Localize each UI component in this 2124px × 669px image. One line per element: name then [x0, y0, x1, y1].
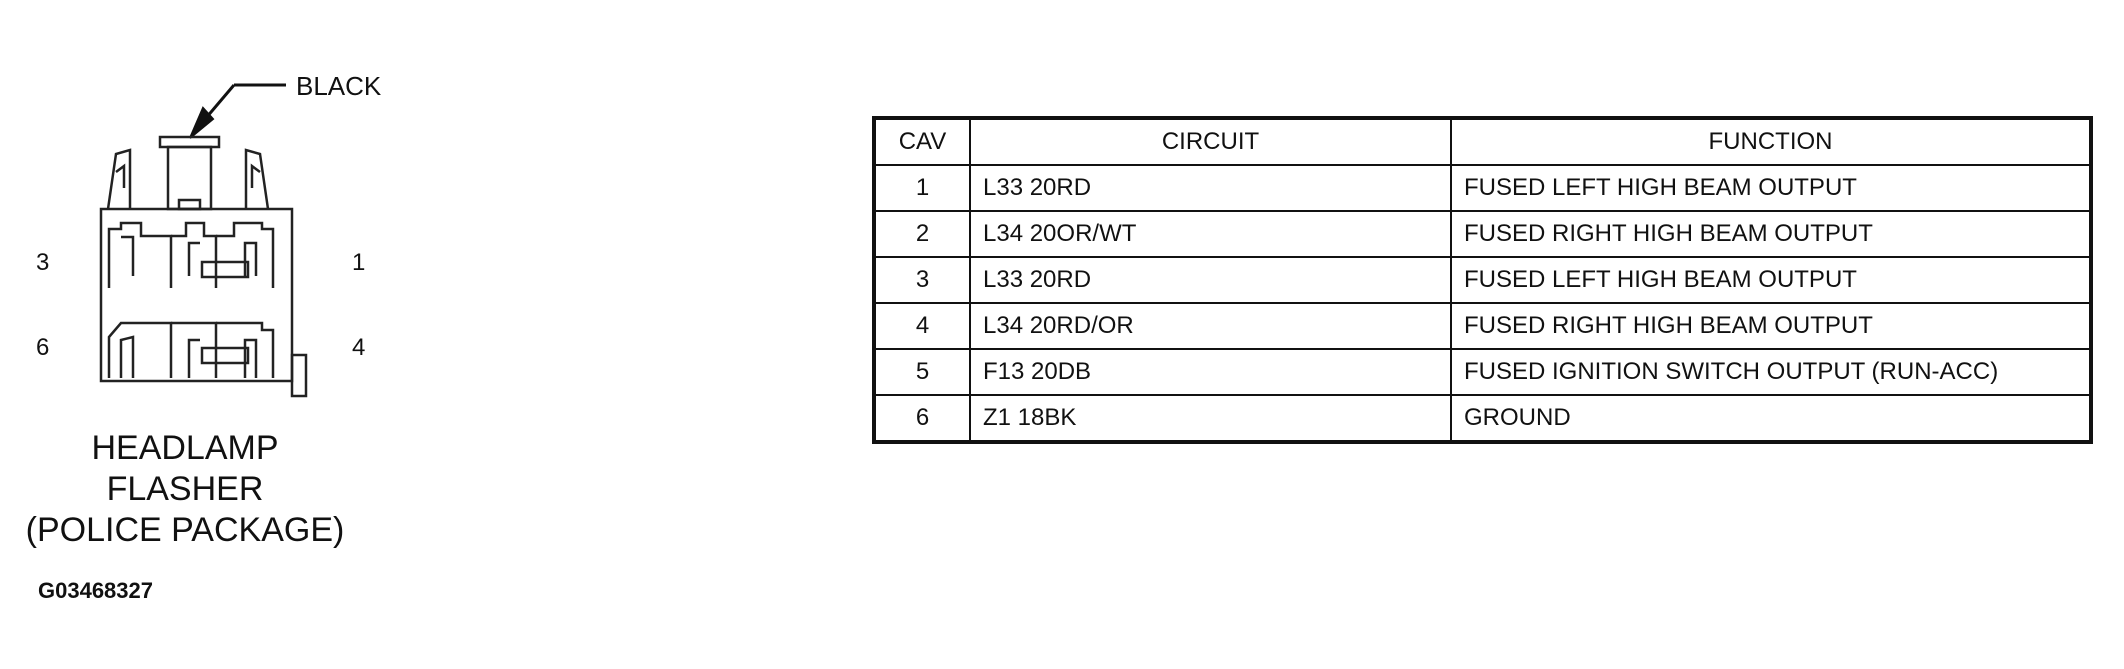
cell-cav: 5: [873, 348, 971, 396]
pin-label-6: 6: [36, 334, 49, 361]
cell-function: FUSED RIGHT HIGH BEAM OUTPUT: [1450, 302, 2092, 350]
connector-title-line-3: (POLICE PACKAGE): [25, 511, 345, 549]
connector-body: [99, 135, 308, 398]
cell-circuit: L34 20OR/WT: [969, 210, 1452, 258]
table-row: 3 L33 20RD FUSED LEFT HIGH BEAM OUTPUT: [873, 256, 2092, 304]
connector-color-label: BLACK: [296, 71, 382, 101]
cell-circuit: L34 20RD/OR: [969, 302, 1452, 350]
table-row: 1 L33 20RD FUSED LEFT HIGH BEAM OUTPUT: [873, 164, 2092, 212]
color-leader-arrow: [189, 83, 286, 139]
cell-cav: 4: [873, 302, 971, 350]
connector-title-line-2: FLASHER: [106, 470, 264, 508]
cell-circuit: F13 20DB: [969, 348, 1452, 396]
pin-label-3: 3: [36, 249, 49, 276]
table-row: 4 L34 20RD/OR FUSED RIGHT HIGH BEAM OUTP…: [873, 302, 2092, 350]
cell-circuit: Z1 18BK: [969, 394, 1452, 443]
pin-label-1: 1: [352, 249, 365, 276]
cell-function: FUSED LEFT HIGH BEAM OUTPUT: [1450, 164, 2092, 212]
header-function: FUNCTION: [1450, 117, 2092, 166]
cell-cav: 1: [873, 164, 971, 212]
connector-title-line-1: HEADLAMP: [91, 429, 279, 467]
pin-label-4: 4: [352, 334, 365, 361]
cell-cav: 6: [873, 394, 971, 443]
pinout-table: CAV CIRCUIT FUNCTION 1 L33 20RD FUSED LE…: [872, 116, 2093, 444]
table-row: 6 Z1 18BK GROUND: [873, 394, 2092, 443]
cell-cav: 3: [873, 256, 971, 304]
cell-circuit: L33 20RD: [969, 256, 1452, 304]
cell-circuit: L33 20RD: [969, 164, 1452, 212]
cell-function: FUSED RIGHT HIGH BEAM OUTPUT: [1450, 210, 2092, 258]
table-row: 2 L34 20OR/WT FUSED RIGHT HIGH BEAM OUTP…: [873, 210, 2092, 258]
table-row: 5 F13 20DB FUSED IGNITION SWITCH OUTPUT …: [873, 348, 2092, 396]
cell-function: FUSED IGNITION SWITCH OUTPUT (RUN-ACC): [1450, 348, 2092, 396]
cell-function: FUSED LEFT HIGH BEAM OUTPUT: [1450, 256, 2092, 304]
cell-cav: 2: [873, 210, 971, 258]
cell-function: GROUND: [1450, 394, 2092, 443]
header-cav: CAV: [873, 117, 971, 166]
header-circuit: CIRCUIT: [969, 117, 1452, 166]
figure-id: G03468327: [38, 578, 153, 603]
table-header-row: CAV CIRCUIT FUNCTION: [873, 117, 2092, 166]
